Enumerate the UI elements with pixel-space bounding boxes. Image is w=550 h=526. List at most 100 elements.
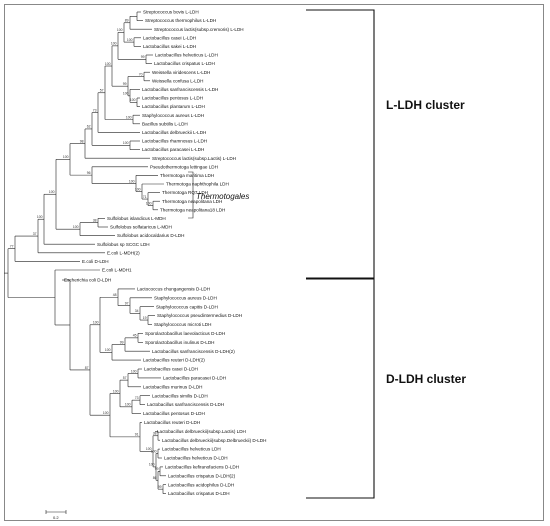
leaf-label: Thermotoga neapolitana18 LDH — [160, 207, 225, 212]
bootstrap-value: 45 — [133, 334, 137, 338]
bootstrap-value: 38 — [93, 219, 97, 223]
leaf-label: Staphylococcus aureus L-LDH — [142, 113, 204, 118]
bootstrap-value: 73 — [93, 108, 97, 112]
leaf-label: Lactobacillus delbrueckii(subsp.Lactis) … — [157, 429, 246, 434]
leaf-label: E.coli D-LDH — [82, 259, 109, 264]
leaf-label: Staphylococcus pseudintermedius D-LDH — [157, 313, 242, 318]
leaf-label: Lactobacillus sanfranciscensis D-LDH(2) — [152, 349, 235, 354]
bootstrap-value: 87 — [85, 366, 89, 370]
bootstrap-value: 100 — [146, 201, 152, 205]
leaf-label: Staphylococcus capitis D-LDH — [156, 304, 218, 309]
bootstrap-value: 100 — [111, 42, 117, 46]
leaf-label: Lactobacillus crispatus D-LDH(2) — [168, 473, 236, 478]
bootstrap-value: 99 — [120, 340, 124, 344]
leaf-label: Lactobacillus casei D-LDH — [144, 367, 198, 372]
leaf-label: Lactobacillus sakei L-LDH — [143, 44, 196, 49]
bootstrap-value: 97 — [125, 301, 129, 305]
thermotogales-bracket — [188, 171, 194, 219]
leaf-label: Thermotoga neapolitana LDH — [162, 199, 222, 204]
leaf-label: Lactobacillus casei L-LDH — [143, 35, 196, 40]
leaf-label: Lactobacillus reuteri D-LDH(2) — [143, 358, 205, 363]
bootstrap-value: 34 — [135, 309, 139, 313]
leaf-label: Lactobacillus rhamnosus L-LDH — [142, 139, 207, 144]
bootstrap-value: 89 — [125, 19, 129, 23]
bootstrap-value: 37 — [33, 232, 37, 236]
bootstrap-value: 77 — [10, 245, 14, 249]
leaf-label: Lactobacillus delbrueckii L-LDH — [142, 130, 206, 135]
bootstrap-value: 100 — [129, 179, 135, 183]
scale-bar-label: 0.2 — [53, 515, 59, 520]
d-ldh-cluster-label: D-LDH cluster — [386, 372, 466, 386]
bootstrap-value: 100 — [93, 321, 99, 325]
leaf-label: Sporolactobacillus inulinus D-LDH — [145, 340, 214, 345]
bootstrap-value: 100 — [49, 190, 55, 194]
bootstrap-value: 100 — [103, 411, 109, 415]
bootstrap-value: 71 — [143, 195, 147, 199]
bootstrap-value: 100 — [113, 389, 119, 393]
bootstrap-value: 99 — [158, 485, 162, 489]
leaf-label: Lactobacillus helveticus L-LDH — [155, 53, 218, 58]
bootstrap-value: 99 — [155, 467, 159, 471]
bootstrap-value: 100 — [63, 155, 69, 159]
bootstrap-value: 100 — [125, 403, 131, 407]
leaf-label: Thermotoga RQ7 LDH — [162, 190, 208, 195]
bootstrap-value: 100 — [37, 215, 43, 219]
leaf-label: Sulfolobus islandicus L-MDH — [107, 216, 166, 221]
bootstrap-value: 70 — [139, 72, 143, 76]
bootstrap-value: 38 — [153, 432, 157, 436]
leaf-label: Lactobacillus kefiranofaciens D-LDH — [165, 465, 239, 470]
leaf-label: Sporolactobacillus laevolacticus D-LDH — [145, 331, 225, 336]
leaf-label: Streptococcus lactis(subsp.Lactis) L-LDH — [152, 156, 236, 161]
leaf-label: Lactobacillus acidophilus D-LDH — [168, 482, 234, 487]
d-ldh-cluster-bracket — [306, 278, 375, 499]
leaf-label: Sulfolobus solfataricus L-MDH — [110, 225, 172, 230]
leaf-label: Lactobacillus crispatus D-LDH — [168, 491, 230, 496]
bootstrap-value: 100 — [105, 62, 111, 66]
bootstrap-value: 100 — [127, 38, 133, 42]
leaf-label: Thermotoga maritima LDH — [160, 173, 214, 178]
bootstrap-value: 96 — [87, 171, 91, 175]
bootstrap-value: 100 — [123, 92, 129, 96]
bootstrap-value: 57 — [100, 89, 104, 93]
bootstrap-value: 99 — [141, 55, 145, 59]
bootstrap-value: 100 — [105, 348, 111, 352]
leaf-label: Lactobacillus sanfranciscensis D-LDH — [147, 402, 224, 407]
leaf-label: Weissella confusa L-LDH — [152, 78, 204, 83]
leaf-label: Staphylococcus aureus D-LDH — [154, 295, 217, 300]
leaf-label: E.coli L-MDH1 — [102, 268, 132, 273]
thermotogales-label: Thermotogales — [196, 192, 249, 201]
leaf-label: Lactobacillus reuteri D-LDH — [144, 420, 200, 425]
leaf-label: Thermotoga naphthophila LDH — [166, 182, 229, 187]
bootstrap-value: 99 — [123, 82, 127, 86]
leaf-label: Lactobacillus murinus D-LDH — [143, 384, 203, 389]
figure-frame — [4, 4, 544, 521]
bootstrap-value: 100 — [123, 141, 129, 145]
leaf-label: Sulfolobus sp SCGC LDH — [97, 242, 150, 247]
bootstrap-value: 62 — [87, 125, 91, 129]
leaf-label: Pseudothermotoga lettingae LDH — [150, 164, 218, 169]
bootstrap-value: 100 — [117, 28, 123, 32]
bootstrap-value: 73 — [135, 396, 139, 400]
leaf-label: Lactobacillus helveticus LDH — [162, 447, 221, 452]
leaf-label: Lactobacillus paracasei L-LDH — [142, 147, 204, 152]
leaf-label: Streptococcus thermophilus L-LDH — [145, 18, 216, 23]
bootstrap-value: 91 — [135, 433, 139, 437]
leaf-label: Lactobacillus plantarum L-LDH — [142, 104, 205, 109]
leaf-label: Lactobacillus paracasei D-LDH — [163, 376, 226, 381]
bootstrap-value: 100 — [146, 447, 152, 451]
leaf-label: Staphylococcus microti LDH — [154, 322, 211, 327]
leaf-label: E.coli L-MDH(2) — [107, 250, 140, 255]
leaf-label: Lactobacillus similis D-LDH — [152, 393, 208, 398]
bootstrap-value: 100 — [73, 225, 79, 229]
leaf-label: Lactobacillus sanfranciscensis L-LDH — [142, 87, 218, 92]
leaf-label: Streptococcus lactis(subsp.cremoris) L-L… — [154, 27, 244, 32]
leaf-label: Bacillus subtilis L-LDH — [142, 121, 188, 126]
leaf-label: Lactobacillus pentosus L-LDH — [142, 96, 203, 101]
bootstrap-value: 86 — [153, 476, 157, 480]
leaf-label: Weissella viridescens L-LDH — [152, 70, 210, 75]
tree-branches — [4, 11, 166, 494]
leaf-label: Escherichia coli D-LDH — [64, 278, 111, 283]
bootstrap-value: 100 — [151, 449, 157, 453]
bootstrap-value: 98 — [80, 139, 84, 143]
